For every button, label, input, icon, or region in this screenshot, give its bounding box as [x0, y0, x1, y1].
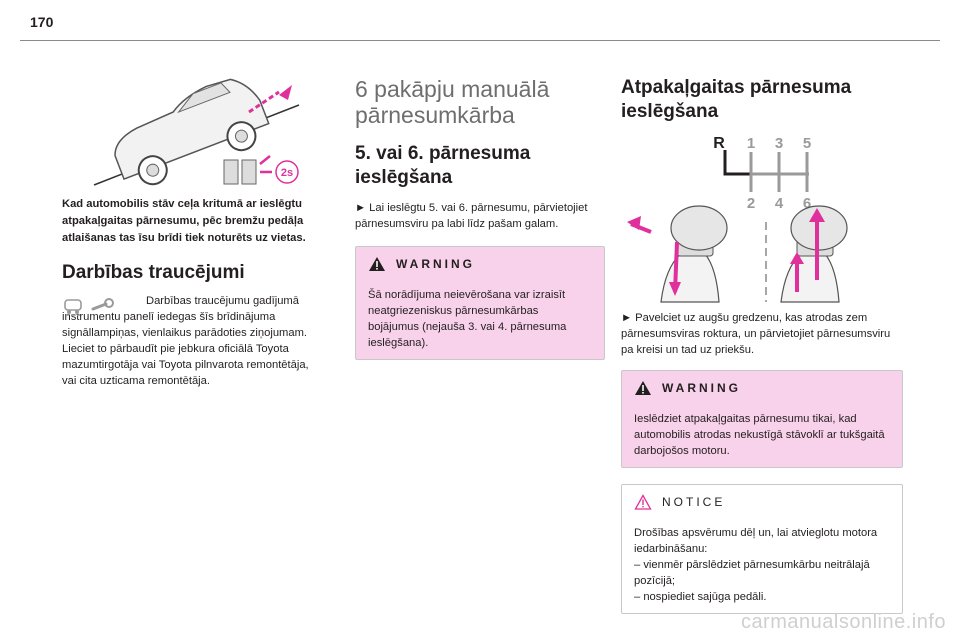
notice-title: NOTICE	[662, 495, 726, 509]
warning-body: Šā norādījuma neievērošana var izraisīt …	[356, 281, 604, 359]
gear-label-6: 6	[803, 195, 811, 212]
section-title-malfunctions: Darbības traucējumi	[62, 262, 245, 283]
notice-text-1: Drošības apsvērumu dēļ un, lai atvieglot…	[634, 527, 878, 555]
chapter-title: 6 pakāpju manuālā pārnesumkārba	[355, 76, 550, 128]
gear-label-5: 5	[803, 135, 811, 152]
section-title-5-6-gear: 5. vai 6. pārnesuma ieslēgšana	[355, 143, 531, 188]
warning-title: WARNING	[662, 381, 741, 395]
gear-label-2: 2	[747, 195, 755, 212]
gear-label-r: R	[713, 135, 725, 152]
gear-shift-diagram: R 1 3 5 2 4 6	[627, 135, 848, 303]
notice-header: NOTICE	[622, 485, 902, 519]
page-number: 170	[30, 14, 54, 30]
column-left: 2s Kad automobilis stāv ceļa kritumā ar …	[62, 60, 310, 389]
fault-text-2: Lieciet to pārbaudīt pie jebkura oficiāl…	[62, 343, 309, 387]
fault-block: Darbības traucējumu gadījumā instrumentu…	[62, 293, 310, 389]
fault-text: Darbības traucējumu gadījumā instrumentu…	[62, 293, 310, 389]
section-title-reverse-gear: Atpakaļgaitas pārnesuma ieslēgšana	[621, 77, 852, 122]
reverse-instruction: ► Pavelciet uz augšu gredzenu, kas atrod…	[621, 312, 891, 356]
gear-label-1: 1	[747, 135, 755, 152]
warning-box-middle: WARNING Šā norādījuma neievērošana var i…	[355, 246, 605, 360]
warning-text: Šā norādījuma neievērošana var izraisīt …	[368, 289, 567, 349]
warning-header: WARNING	[622, 371, 902, 405]
header-rule	[20, 40, 940, 41]
warning-title: WARNING	[396, 257, 475, 271]
fault-text-1: Darbības traucējumu gadījumā instrumentu…	[62, 295, 308, 339]
warning-box-right: WARNING Ieslēdziet atpakaļgaitas pārnesu…	[621, 370, 903, 468]
warning-triangle-icon	[369, 257, 385, 271]
warning-text: Ieslēdziet atpakaļgaitas pārnesumu tikai…	[634, 413, 885, 457]
wrench-icon	[91, 298, 114, 311]
timer-label: 2s	[281, 167, 293, 179]
column-right: Atpakaļgaitas pārnesuma ieslēgšana R 1 3…	[621, 76, 903, 614]
reverse-gear-illustration: R 1 3 5 2 4 6	[621, 132, 871, 304]
watermark: carmanualsonline.info	[740, 611, 946, 633]
car-fault-icon	[64, 299, 82, 316]
hill-hold-caption: Kad automobilis stāv ceļa kritumā ar ies…	[62, 198, 306, 244]
warning-triangle-icon	[635, 381, 651, 395]
warning-header: WARNING	[356, 247, 604, 281]
notice-text-2: – vienmēr pārslēdziet pārnesumkārbu neit…	[634, 559, 870, 587]
gear-label-3: 3	[775, 135, 783, 152]
notice-body: Drošības apsvērumu dēļ un, lai atvieglot…	[622, 519, 902, 613]
notice-box: NOTICE Drošības apsvērumu dēļ un, lai at…	[621, 484, 903, 614]
gear-5-6-instruction: ► Lai ieslēgtu 5. vai 6. pārnesumu, pārv…	[355, 202, 588, 230]
notice-triangle-icon	[634, 494, 652, 510]
warning-body: Ieslēdziet atpakaļgaitas pārnesumu tikai…	[622, 405, 902, 467]
hill-start-illustration: 2s	[74, 60, 322, 190]
warning-lamps	[62, 295, 116, 317]
gear-label-4: 4	[775, 195, 784, 212]
notice-text-3: – nospiediet sajūga pedāli.	[634, 591, 767, 603]
column-middle: 6 pakāpju manuālā pārnesumkārba 5. vai 6…	[355, 76, 605, 360]
car-on-slope-illustration: 2s	[93, 78, 300, 186]
